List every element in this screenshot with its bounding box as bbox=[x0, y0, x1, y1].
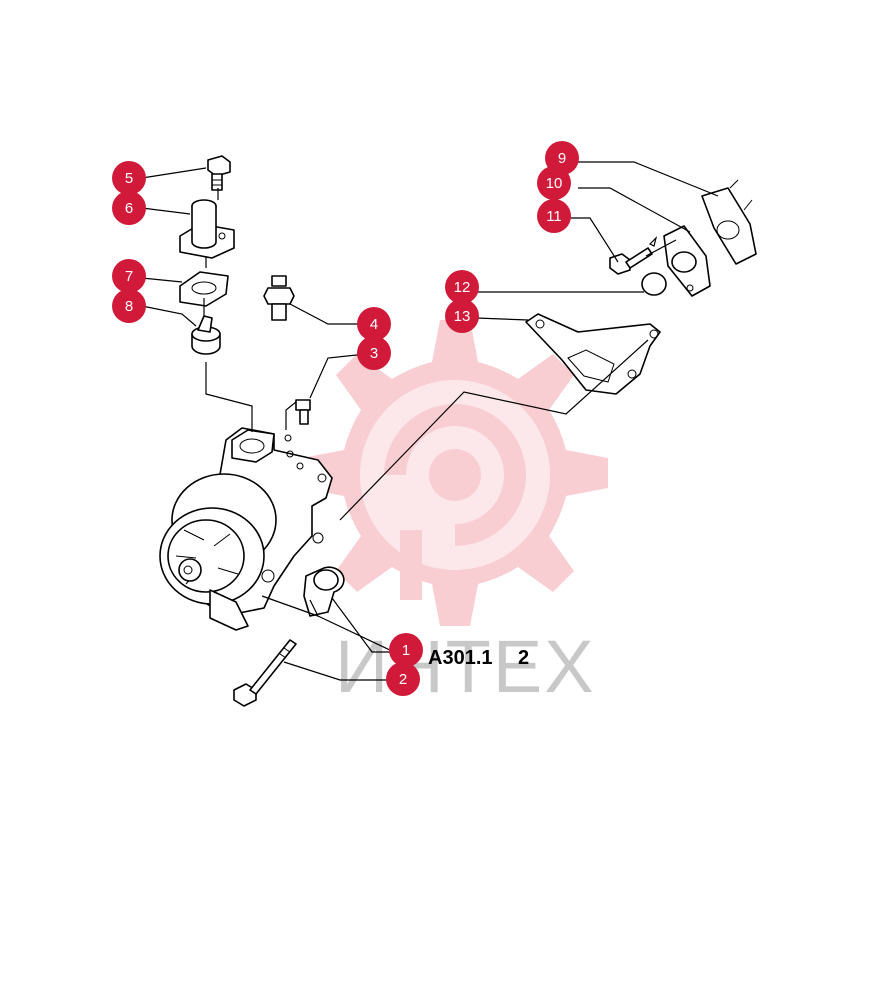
callout-6-label: 6 bbox=[125, 200, 133, 217]
callout-11-label: 11 bbox=[546, 208, 562, 225]
callout-4[interactable]: 4 bbox=[357, 307, 391, 341]
part-8-thermostat bbox=[191, 315, 221, 355]
callout-5[interactable]: 5 bbox=[112, 161, 146, 195]
callout-1[interactable]: 1 bbox=[389, 633, 423, 667]
part-13-bracket bbox=[525, 313, 661, 395]
part-pulley bbox=[159, 473, 277, 631]
callout-11[interactable]: 11 bbox=[537, 199, 571, 233]
callout-10[interactable]: 10 bbox=[537, 166, 571, 200]
part-9-flange-gasket bbox=[701, 179, 757, 265]
callout-9-label: 9 bbox=[558, 150, 566, 167]
callout-13[interactable]: 13 bbox=[445, 299, 479, 333]
callout-8-label: 8 bbox=[125, 298, 133, 315]
part-2-long-bolt bbox=[233, 639, 297, 707]
part-10-outlet-flange bbox=[663, 225, 711, 297]
callout-1-label: 1 bbox=[402, 642, 410, 659]
watermark-text: ИНТЕХ bbox=[335, 625, 596, 708]
part-12-o-ring bbox=[641, 272, 667, 296]
callout-13-label: 13 bbox=[454, 308, 471, 325]
callout-3-label: 3 bbox=[370, 345, 378, 362]
diagram-code-label: A301.1 bbox=[428, 647, 493, 669]
callout-8[interactable]: 8 bbox=[112, 289, 146, 323]
callout-2-label: 2 bbox=[399, 671, 407, 688]
callout-5-label: 5 bbox=[125, 170, 133, 187]
callout-leaders bbox=[141, 161, 719, 681]
callout-4-label: 4 bbox=[370, 316, 378, 333]
callout-7[interactable]: 7 bbox=[112, 259, 146, 293]
callout-7-label: 7 bbox=[125, 268, 133, 285]
callout-3[interactable]: 3 bbox=[357, 336, 391, 370]
part-3-sensor bbox=[295, 399, 311, 425]
callout-12[interactable]: 12 bbox=[445, 270, 479, 304]
part-6-thermostat-housing bbox=[179, 199, 235, 259]
part-7-gasket bbox=[179, 271, 229, 307]
watermark-gear-logo bbox=[302, 320, 608, 626]
callout-12-label: 12 bbox=[454, 279, 471, 296]
callout-10-label: 10 bbox=[546, 175, 563, 192]
diagram-sheet-number: 2 bbox=[518, 647, 529, 669]
part-5-bolt bbox=[207, 155, 231, 191]
callout-2[interactable]: 2 bbox=[386, 662, 420, 696]
part-4-sensor bbox=[263, 275, 295, 321]
part-11-bolt bbox=[609, 247, 653, 275]
callout-6[interactable]: 6 bbox=[112, 191, 146, 225]
